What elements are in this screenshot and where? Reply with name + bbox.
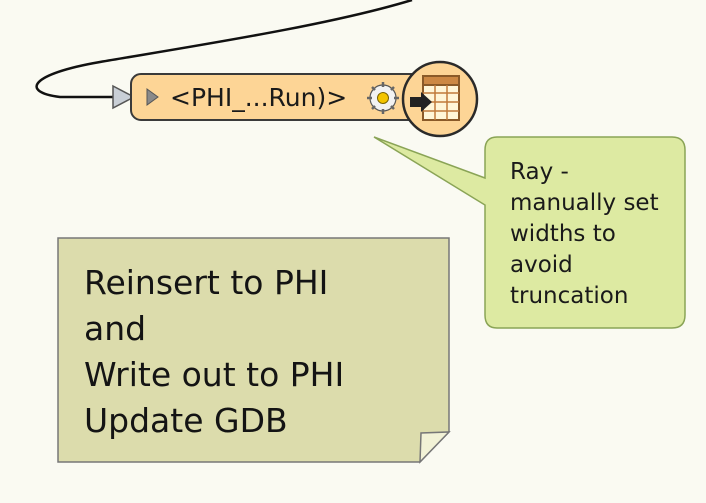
callout-line: avoid [510,252,573,278]
note-line: Update GDB [84,401,288,440]
note-line: Reinsert to PHI [84,263,329,302]
callout-line: manually set [510,190,659,216]
table-writer-icon[interactable] [401,60,479,138]
callout-line: Ray - [510,159,569,185]
callout-line: truncation [510,283,629,309]
callout-text: Ray - manually set widths to avoid trunc… [510,157,680,312]
annotation-callout[interactable] [373,136,686,329]
connection-line[interactable] [35,0,413,99]
gear-icon[interactable] [367,82,399,114]
writer-node-label[interactable]: <PHI_...Run)> [170,83,348,112]
callout-line: widths to [510,221,616,247]
sticky-note-fold [419,431,451,464]
sticky-note-text: Reinsert to PHI and Write out to PHI Upd… [84,260,434,444]
input-port-arrow-icon[interactable] [112,84,136,110]
triangle-right-icon[interactable] [146,88,159,106]
note-line: Write out to PHI [84,355,345,394]
note-line: and [84,309,147,348]
